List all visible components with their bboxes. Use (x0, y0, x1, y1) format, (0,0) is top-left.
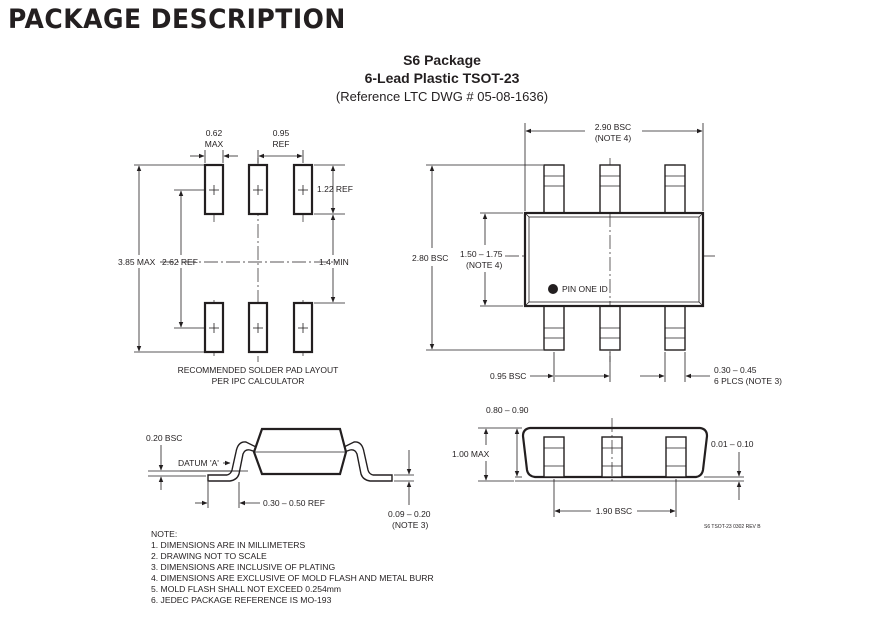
page-title: PACKAGE DESCRIPTION (8, 4, 346, 35)
solder-pad-layout: 0.62 MAX 0.95 REF 1.22 REF 1.4 MIN 3.85 … (118, 128, 353, 386)
dim-standoff: 0.01 – 0.10 (711, 439, 754, 449)
dim-body-width: 1.50 – 1.75 (460, 249, 503, 259)
lead (664, 164, 686, 214)
dim-body-thickness: 0.80 – 0.90 (486, 405, 529, 415)
dim-pitch-note: REF (273, 139, 290, 149)
dim-body-width-note: (NOTE 4) (466, 260, 503, 270)
lead (543, 164, 565, 214)
package-reference: (Reference LTC DWG # 05-08-1636) (335, 89, 549, 104)
dim-bsc: 0.20 BSC (146, 433, 182, 443)
note-item: 4. DIMENSIONS ARE EXCLUSIVE OF MOLD FLAS… (151, 573, 434, 583)
end-lead (543, 436, 565, 478)
dim-pad-width-value: 0.62 (206, 128, 223, 138)
solder-pad-caption-2: PER IPC CALCULATOR (212, 376, 305, 386)
datum-label: DATUM 'A' (178, 458, 219, 468)
top-view: PIN ONE ID 2.90 BSC (NOTE 4) 2.80 BSC 1.… (412, 122, 782, 386)
pin-one-marker (548, 284, 558, 294)
end-view: 0.80 – 0.90 1.00 MAX 0.01 – 0.10 1.90 BS… (452, 405, 761, 530)
note-item: 1. DIMENSIONS ARE IN MILLIMETERS (151, 540, 306, 550)
dim-total-height: 3.85 MAX (118, 257, 156, 267)
dim-length-note: (NOTE 4) (595, 133, 632, 143)
dim-pitch-value: 0.95 (273, 128, 290, 138)
dim-lead-thickness-note: (NOTE 3) (392, 520, 429, 530)
dim-center-spacing: 2.62 REF (162, 257, 198, 267)
drawing-code: S6 TSOT-23 0302 REV B (704, 524, 761, 530)
solder-pad-caption-1: RECOMMENDED SOLDER PAD LAYOUT (178, 365, 339, 375)
notes-heading: NOTE: (151, 529, 178, 539)
dim-lead-width: 0.30 – 0.45 (714, 365, 757, 375)
dim-total-width: 2.80 BSC (412, 253, 448, 263)
dim-max-height: 1.00 MAX (452, 449, 490, 459)
dim-pad-width-note: MAX (205, 139, 224, 149)
note-item: 2. DRAWING NOT TO SCALE (151, 551, 267, 561)
dim-length: 2.90 BSC (595, 122, 631, 132)
lead (599, 299, 621, 351)
package-name: S6 Package (403, 52, 481, 68)
lead (664, 299, 686, 351)
dim-lead-thickness: 0.09 – 0.20 (388, 509, 431, 519)
gull-wing-lead (343, 441, 393, 482)
note-item: 3. DIMENSIONS ARE INCLUSIVE OF PLATING (151, 562, 336, 572)
side-body (252, 427, 348, 476)
dim-gap: 1.4 MIN (319, 257, 349, 267)
dim-lead-width-note: 6 PLCS (NOTE 3) (714, 376, 782, 386)
pin-one-label: PIN ONE ID (562, 284, 608, 294)
note-item: 5. MOLD FLASH SHALL NOT EXCEED 0.254mm (151, 584, 342, 594)
dim-lead-span: 1.90 BSC (596, 506, 632, 516)
dim-pitch-top: 0.95 BSC (490, 371, 526, 381)
gull-wing-lead (207, 441, 257, 482)
lead (543, 299, 565, 351)
dim-foot: 0.30 – 0.50 REF (263, 498, 325, 508)
dim-pad-length: 1.22 REF (317, 184, 353, 194)
lead (599, 164, 621, 214)
package-subtitle: 6-Lead Plastic TSOT-23 (364, 70, 520, 86)
end-lead (665, 436, 687, 478)
note-item: 6. JEDEC PACKAGE REFERENCE IS MO-193 (151, 595, 332, 605)
side-view: 0.20 BSC DATUM 'A' 0.30 – 0.50 REF 0.09 … (146, 427, 431, 530)
